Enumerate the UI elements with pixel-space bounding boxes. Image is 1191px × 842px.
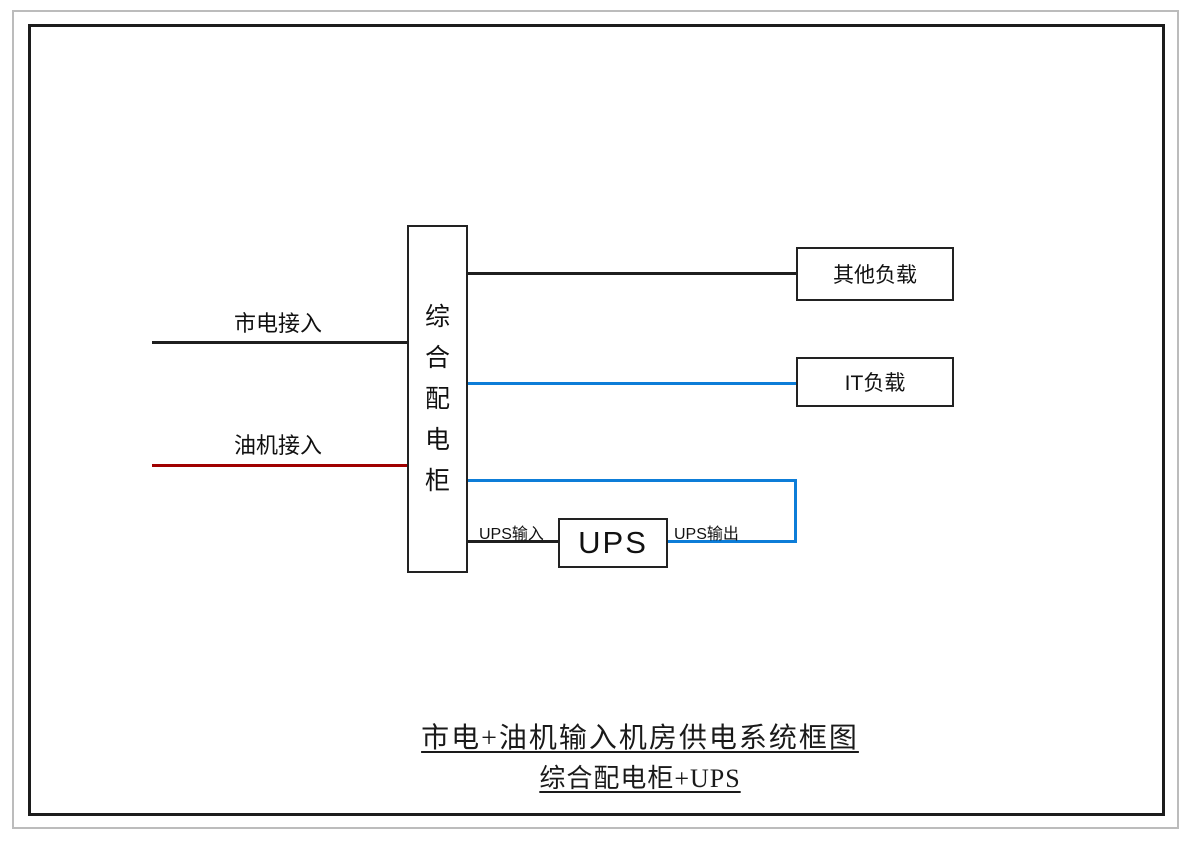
ups-output-line-bottom <box>668 540 797 543</box>
ups-output-line-vertical <box>794 479 797 543</box>
distribution-cabinet-label: 综合配电柜 <box>424 302 450 495</box>
mains-input-line <box>152 341 407 344</box>
other-load-box: 其他负载 <box>796 247 954 301</box>
inner-border-frame <box>28 24 1165 816</box>
diagram-title: 市电+油机输入机房供电系统框图 <box>421 723 859 754</box>
it-load-label: IT负载 <box>844 372 906 395</box>
ups-output-label: UPS输出 <box>674 526 739 543</box>
it-load-line <box>468 382 796 385</box>
ups-input-line <box>468 540 558 543</box>
mains-input-label: 市电接入 <box>233 311 322 336</box>
diagram-subtitle: 综合配电柜+UPS <box>539 764 741 793</box>
ups-output-line-top <box>468 479 797 482</box>
other-load-label: 其他负载 <box>833 264 917 287</box>
other-load-line <box>468 272 796 275</box>
outer-border-frame <box>12 10 1179 829</box>
distribution-cabinet-box: 综合配电柜 <box>407 225 468 573</box>
it-load-box: IT负载 <box>796 357 954 407</box>
ups-box: UPS <box>558 518 668 568</box>
genset-input-label: 油机接入 <box>233 433 322 458</box>
ups-input-label: UPS输入 <box>479 526 544 543</box>
genset-input-line <box>152 464 407 467</box>
ups-box-label: UPS <box>578 525 648 560</box>
